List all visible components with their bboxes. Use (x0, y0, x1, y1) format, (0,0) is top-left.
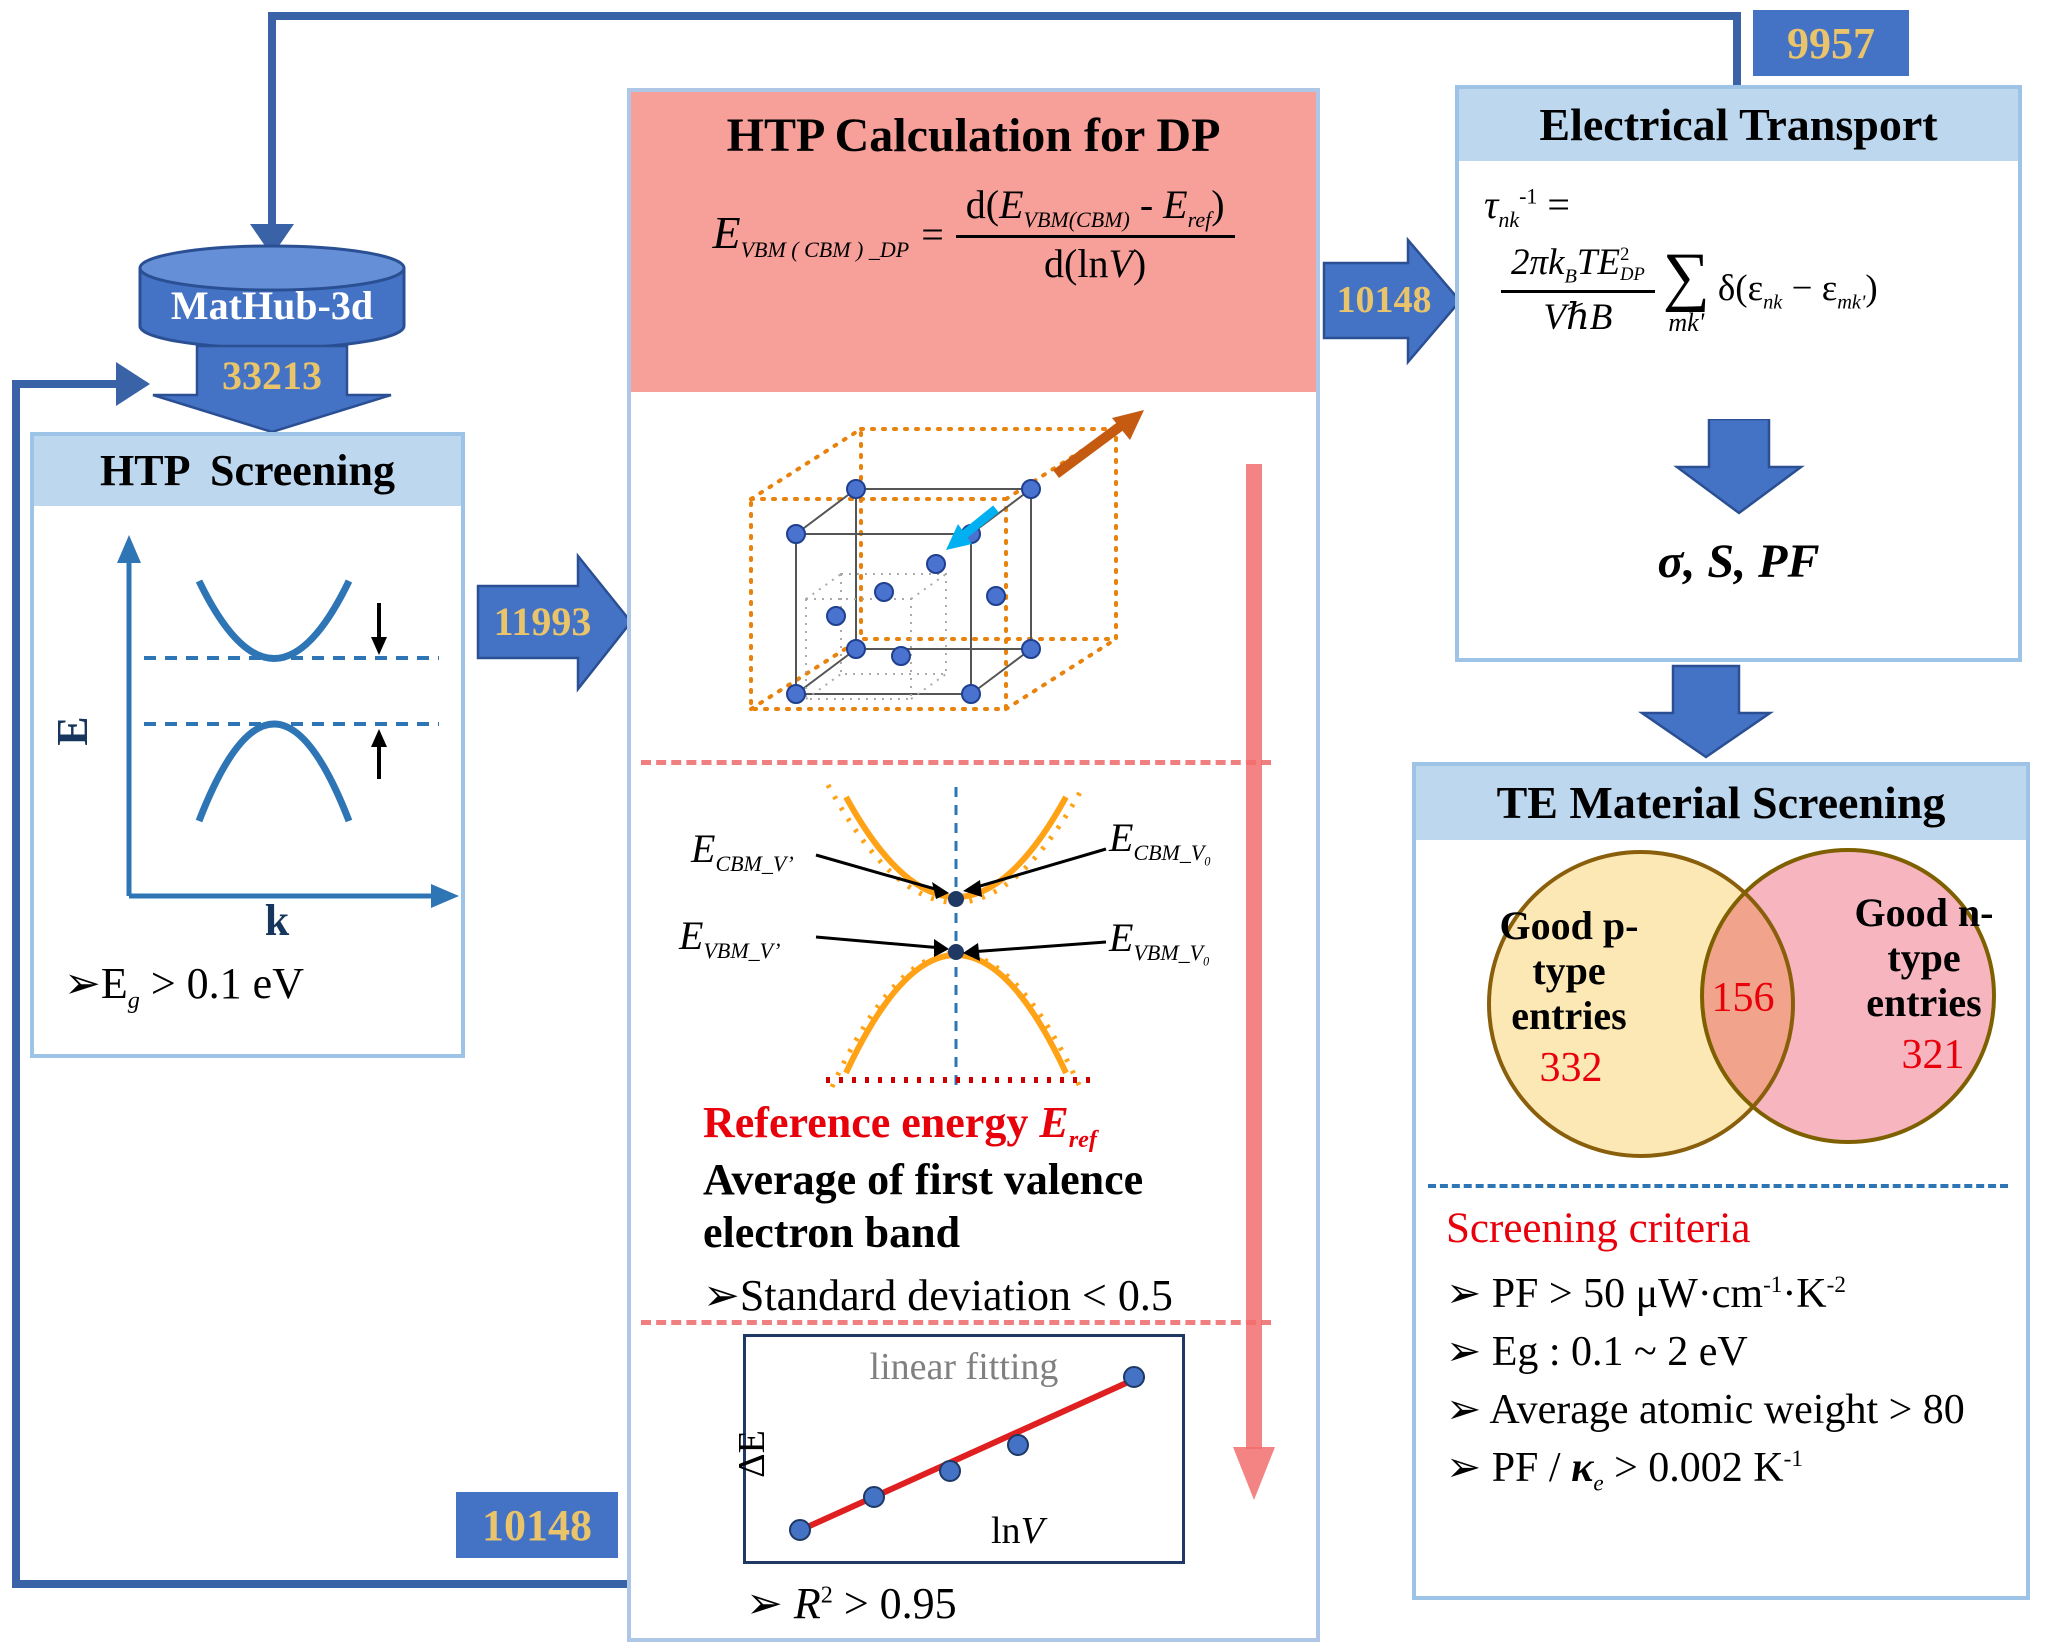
transport-down-arrow (1673, 419, 1805, 515)
label-arrows (815, 847, 1107, 961)
criterion-bullet-icon: ➢ (64, 958, 101, 1009)
dp-panel: HTP Calculation for DP EVBM ( CBM ) _DP … (627, 88, 1320, 1642)
label-evbm-v0: EVBM_V0 (1109, 915, 1210, 969)
axis-arrow-right-icon (431, 884, 459, 908)
linear-fitting-plot: linear fitting ΔE lnV (731, 1334, 1185, 1564)
count-10148: 10148 (1336, 279, 1432, 321)
vbm-dot (948, 944, 964, 960)
dp-flow-arrow (1233, 464, 1275, 1500)
fit-plot-canvas (789, 1366, 1146, 1541)
axis-label-E: E (49, 716, 97, 745)
dp-header: HTP Calculation for DP EVBM ( CBM ) _DP … (631, 92, 1316, 392)
tau-equation-lhs: τnk-1 = (1484, 182, 1570, 232)
bandgap-criterion: ➢Eg > 0.1 eV (64, 958, 304, 1014)
htp-screening-panel: HTP Screening E k ➢Eg > 0.1 eV (30, 432, 465, 1058)
r2-criterion: ➢ R2 > 0.95 (746, 1578, 957, 1629)
venn-left-count: 332 (1539, 1045, 1603, 1091)
gap-arrow-down-icon (371, 637, 387, 655)
band-edge-diagram (815, 783, 1107, 1093)
criterion-pf: ➢ PF > 50 μW·cm-1·K-2 (1446, 1268, 1846, 1317)
screening-criteria-title: Screening criteria (1446, 1205, 1751, 1252)
arrow-transport-to-te (1637, 664, 1775, 759)
criterion-bullet-icon: ➢ (1446, 1442, 1482, 1491)
venn-diagram: Good p-type entries 332 156 Good n-type … (1416, 846, 2026, 1176)
te-screening-panel: TE Material Screening Good p-type entrie… (1412, 762, 2030, 1600)
divider-dashed-red-1 (641, 760, 1271, 765)
dp-title: HTP Calculation for DP (726, 109, 1221, 162)
criterion-bullet-icon: ➢ (1446, 1268, 1482, 1317)
label-ecbm-vprime: ECBM_V’ (691, 826, 794, 876)
venn-left-label: Good p-type entries (1499, 903, 1639, 1038)
venn-overlap-count: 156 (1711, 975, 1775, 1021)
criterion-bullet-icon: ➢ (703, 1270, 740, 1321)
arrowhead-down-icon (250, 224, 294, 256)
criterion-pf-kappa: ➢ PF / κe > 0.002 K-1 (1446, 1442, 1803, 1496)
band-structure-sketch: E k (49, 535, 459, 941)
axis-arrow-up-icon (117, 535, 141, 563)
data-points (789, 1366, 1145, 1541)
database-label: MatHub-3d (170, 283, 374, 328)
te-screening-title: TE Material Screening (1416, 766, 2026, 840)
criterion-atomic-weight: ➢ Average atomic weight > 80 (1446, 1384, 1965, 1433)
divider-dashed-red-2 (641, 1320, 1271, 1325)
criterion-bullet-icon: ➢ (1446, 1384, 1482, 1433)
label-evbm-vprime: EVBM_V’ (679, 913, 781, 963)
venn-circles (1487, 848, 1996, 1158)
criterion-eg: ➢ Eg : 0.1 ~ 2 eV (1446, 1326, 1748, 1375)
fit-plot-title: linear fitting (869, 1346, 1059, 1388)
strained-cell-dashed-cube (749, 427, 1118, 711)
transport-result: σ, S, PF (1657, 535, 1820, 588)
cbm-dot (948, 891, 964, 907)
dp-equation: EVBM ( CBM ) _DP = d(EVBM(CBM) - Eref) d… (631, 181, 1316, 287)
atom-dots (786, 479, 1041, 704)
venn-right-label: Good n-type entries (1854, 890, 1994, 1025)
htp-screening-title: HTP Screening (34, 436, 461, 506)
criterion-bullet-icon: ➢ (746, 1578, 783, 1629)
divider-dashed-blue (1428, 1184, 2008, 1188)
count-badge-top: 9957 (1753, 10, 1909, 76)
count-11993: 11993 (493, 599, 592, 644)
criterion-bullet-icon: ➢ (1446, 1326, 1482, 1375)
fit-ylabel: ΔE (730, 1430, 773, 1478)
arrowhead-right-icon (116, 362, 150, 406)
strain-arrow-cyan-icon (946, 505, 999, 550)
reference-energy-description: Average of first valence electron band (703, 1155, 1144, 1257)
reference-energy-label: Reference energy Eref (703, 1098, 1097, 1153)
std-deviation-criterion: ➢Standard deviation < 0.5 (703, 1270, 1173, 1321)
transport-title: Electrical Transport (1459, 89, 2018, 161)
gap-arrow-up-icon (371, 729, 387, 747)
summation-icon: ∑ mk' (1662, 240, 1710, 338)
axis-label-k: k (265, 896, 290, 941)
crystal-structure-figure (749, 410, 1144, 711)
count-33213: 33213 (222, 353, 322, 398)
count-badge-bottom: 10148 (456, 1492, 618, 1558)
strain-arrow-orange-icon (1053, 410, 1144, 479)
label-ecbm-v0: ECBM_V0 (1109, 815, 1211, 869)
venn-right-count: 321 (1901, 1032, 1965, 1078)
fit-xlabel: lnV (991, 1510, 1044, 1552)
